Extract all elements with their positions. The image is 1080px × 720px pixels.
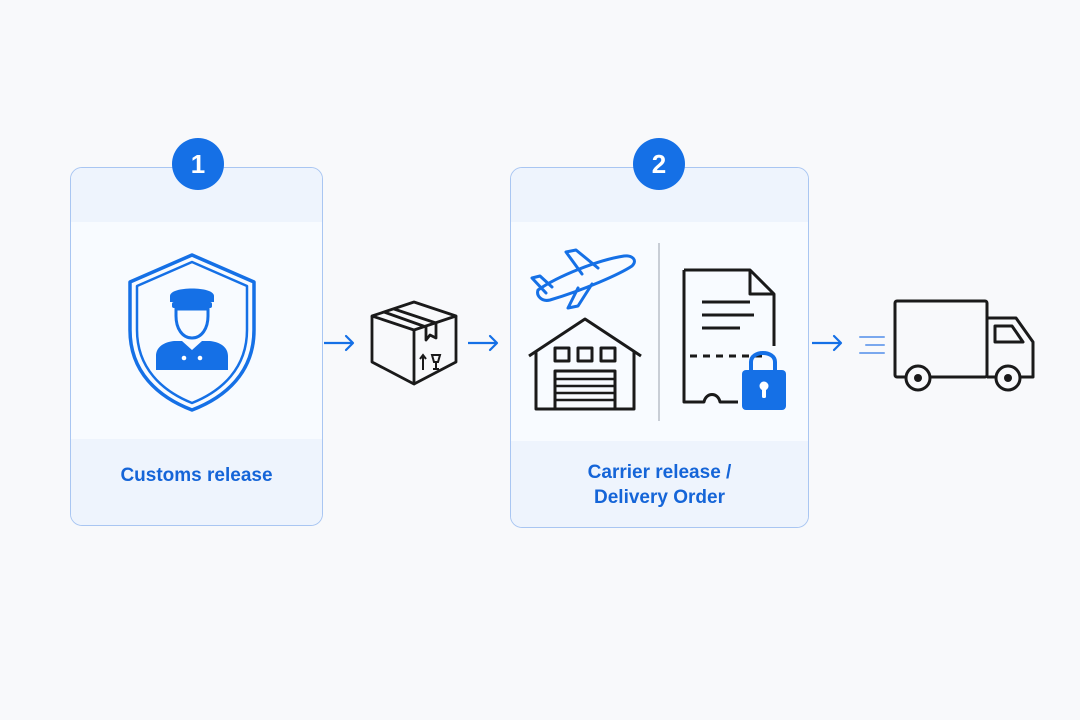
carrier-release-label-line-2: Delivery Order — [594, 487, 725, 508]
customs-release-card: Customs release — [70, 167, 323, 526]
customs-officer-shield-icon — [128, 253, 256, 412]
customs-release-label: Customs release — [120, 465, 273, 486]
card-divider — [658, 243, 660, 421]
arrow-right-icon — [324, 334, 355, 352]
motion-lines-icon — [859, 336, 885, 354]
card-footer-band — [71, 439, 322, 525]
carrier-release-card: Carrier release / Delivery Order — [510, 167, 809, 528]
warehouse-icon — [528, 317, 642, 411]
step-2-badge: 2 — [633, 138, 685, 190]
locked-document-icon — [682, 268, 786, 410]
step-1-badge: 1 — [172, 138, 224, 190]
package-box-icon — [370, 300, 458, 386]
card-footer-band — [511, 441, 808, 527]
delivery-truck-icon — [893, 299, 1035, 392]
arrow-right-icon — [468, 334, 499, 352]
arrow-right-icon — [812, 334, 843, 352]
airplane-icon — [530, 248, 636, 310]
carrier-release-label-line-1: Carrier release / — [587, 462, 732, 483]
